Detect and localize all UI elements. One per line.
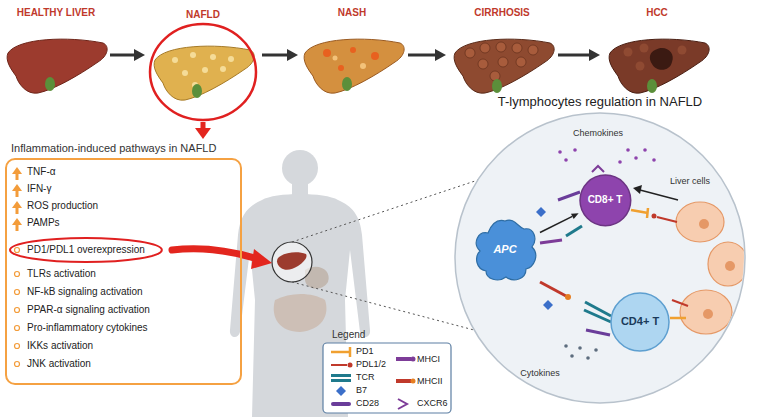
cd8-t-cell: CD8+ T (579, 174, 632, 227)
list-item: TLRs activation (27, 268, 96, 280)
zoom-lines (292, 180, 478, 330)
stage-ellipse: NAFLD (148, 5, 258, 122)
stage-label: CIRRHOSIS (474, 7, 530, 19)
legend-text: B7 (356, 385, 367, 396)
list-item: ROS production (27, 200, 98, 212)
legend-text: PD1 (356, 346, 374, 357)
connector-line (201, 122, 206, 128)
stage-label: NASH (338, 7, 366, 19)
cirrhosis-liver (454, 39, 554, 93)
cell-shape (580, 175, 631, 226)
legend-text: MHCII (417, 376, 443, 387)
list-item: TNF-α (27, 166, 56, 178)
legend-text: CD28 (356, 398, 379, 409)
zoom-title: T-lymphocytes regulation in NAFLD (450, 94, 750, 110)
list-item: PAMPs (27, 217, 60, 229)
list-item: PPAR-α signaling activation (27, 304, 150, 316)
list-item: Pro-inflammatory cytokines (27, 322, 148, 334)
box-heading: Inflammation-induced pathways in NAFLD (11, 142, 216, 155)
human-body (230, 150, 370, 417)
cell-label: APC (493, 243, 516, 256)
legend-samples (331, 347, 416, 409)
stage-label: HCC (646, 7, 668, 19)
healthy-liver (7, 39, 107, 93)
highlight-ring (10, 238, 162, 262)
stage-heading: NAFLD (148, 9, 258, 21)
legend-text: PDL1/2 (356, 359, 386, 370)
list-bullets (12, 167, 22, 367)
cd4-t-cell: CD4+ T (610, 292, 670, 352)
apc-shape (476, 220, 535, 280)
signal-label: Cytokines (520, 368, 560, 379)
pathway-box: Inflammation-induced pathways in NAFLD TN… (5, 140, 242, 385)
highlight-oval: PD1/PDL1 overexpression (9, 237, 163, 263)
cell-shape (611, 293, 669, 351)
nafld-liver (154, 46, 254, 100)
zoom-circle: T-lymphocytes regulation in NAFLD APC CD8+… (450, 92, 750, 412)
list-item: NF-kB signaling activation (27, 286, 143, 298)
arrow-head (571, 213, 579, 219)
stage-arrows (110, 49, 600, 61)
connector (195, 122, 211, 139)
highlight-ring (150, 24, 256, 120)
list-item: IKKs activation (27, 340, 93, 352)
apc-cell: APC (470, 215, 540, 285)
cell-label: CD8+ T (588, 194, 623, 206)
cell-label: CD4+ T (621, 315, 659, 328)
stage-label: HEALTHY LIVER (17, 7, 96, 19)
list-item: IFN-γ (27, 183, 51, 195)
zoom-outline (455, 113, 745, 403)
red-pointer-arrow (172, 249, 272, 269)
list-item: JNK activation (27, 358, 91, 370)
cell-label: Liver cells (670, 176, 710, 187)
cell-interactions (536, 148, 748, 360)
connector-line (540, 216, 572, 232)
legend-text: CXCR6 (417, 398, 448, 409)
arrow-head (195, 128, 211, 139)
hcc-liver (609, 39, 709, 93)
legend-text: MHCI (417, 354, 440, 365)
connector (540, 213, 579, 232)
legend-frame (323, 343, 451, 413)
signal-label: Chemokines (573, 128, 623, 139)
nash-liver (304, 39, 404, 93)
shape-outline (148, 5, 258, 122)
legend-title: Legend (332, 329, 365, 341)
legend-text: TCR (356, 372, 375, 383)
zoom-ground (455, 113, 745, 403)
highlight-text: PD1/PDL1 overexpression (27, 244, 145, 256)
